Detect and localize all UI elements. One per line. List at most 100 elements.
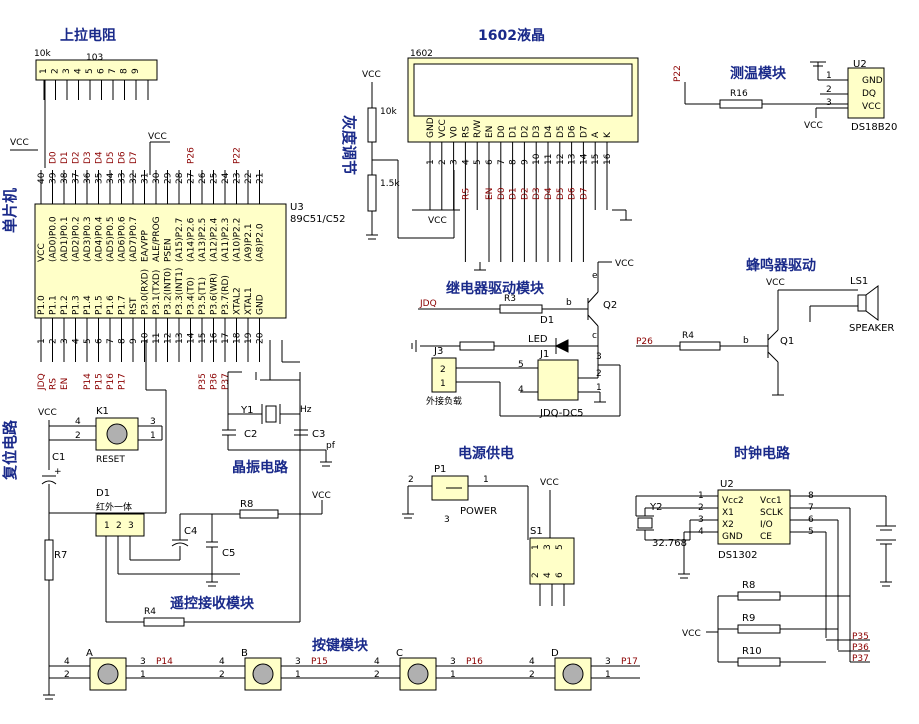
clock-res-label-R10: R10	[742, 646, 762, 657]
lcd-num-4: 4	[461, 159, 471, 165]
key-net-P15: P15	[311, 657, 328, 667]
key-pin1-B: 1	[295, 670, 301, 680]
lcd-num-10: 10	[532, 153, 542, 165]
lcd-net-D0: D0	[497, 187, 507, 200]
crystal-body	[265, 405, 277, 423]
reset-pin4: 4	[75, 417, 81, 427]
mcu-top-net-27: P26	[187, 147, 197, 164]
contrast-module: 灰度调节 VCC 10k 1.5k	[340, 70, 455, 240]
mcu-bot-net-17: P37	[221, 373, 231, 390]
title-power: 电源供电	[458, 445, 514, 462]
temp-pin1: GND	[862, 76, 883, 86]
mcu-bot-num-4: 4	[72, 338, 82, 344]
clock-pin-Vcc1: Vcc1	[760, 496, 782, 506]
vcc-ir: VCC	[312, 491, 331, 501]
key-pin3-B: 3	[295, 657, 301, 667]
reset-module: 复位电路 VCC K1 RESET 4 2 3 1 C1 + R7	[1, 340, 167, 700]
key-cap-C[interactable]	[407, 663, 429, 685]
mcu-bot-net-2: RS	[49, 378, 59, 390]
key-cap-B[interactable]	[252, 663, 274, 685]
mcu-pin-10: P3.0(RXD)	[141, 269, 151, 315]
mcu-top-num-28: 28	[175, 172, 185, 184]
pullup-r1: 10k	[34, 49, 51, 59]
mcu-top-num-35: 35	[95, 173, 105, 184]
buzzer-res	[679, 341, 721, 351]
ir-r8-label: R8	[240, 499, 253, 510]
relay-d: D1	[540, 315, 554, 326]
temp-pin3: VCC	[862, 102, 881, 112]
reset-label: RESET	[96, 455, 125, 465]
key-pin4-C: 4	[374, 657, 380, 667]
contrast-r1-label: 10k	[380, 107, 397, 117]
lcd-num-11: 11	[544, 154, 554, 165]
mcu-bot-num-15: 15	[198, 333, 208, 344]
relay-net: JDQ	[419, 299, 437, 309]
reset-pin1: 1	[150, 431, 156, 441]
clock-pin-CE: CE	[760, 532, 772, 542]
title-contrast: 灰度调节	[340, 115, 358, 175]
mcu-bot-num-5: 5	[83, 338, 93, 344]
switch-num-1: 1	[531, 544, 541, 550]
key-cap-A[interactable]	[97, 663, 119, 685]
mcu-pin-35: (AD4)P0.4	[95, 216, 105, 262]
ir-module: 遥控接收模块 D1 红外一体 1 2 3 R4 C4 C5 R8 VCC	[95, 372, 331, 627]
mcu-pin-14: P3.4(T0)	[187, 277, 197, 315]
pullup-pin-9: 9	[131, 68, 141, 74]
relay-module: 继电器驱动模块 JDQ R3 b VCC e Q2 c D1 LED J3 2 …	[411, 259, 634, 419]
mcu-pin-9: RST	[129, 297, 139, 315]
lcd-pin-V0: V0	[450, 126, 460, 138]
vcc-relay: VCC	[615, 259, 634, 269]
ir-pin2: 2	[116, 521, 122, 531]
relay-j3: J3	[433, 346, 443, 357]
power-switch[interactable]	[529, 537, 575, 585]
clock-res-R8	[737, 591, 781, 601]
key-name-D: D	[551, 648, 559, 659]
relay-res-label: R3	[504, 294, 516, 304]
reset-button-cap[interactable]	[106, 423, 128, 445]
mcu-pin-36: (AD3)P0.3	[83, 216, 93, 262]
mcu-top-net-38: D1	[60, 151, 70, 164]
key-cap-D[interactable]	[562, 663, 584, 685]
buzzer-res-label: R4	[682, 331, 694, 341]
mcu-bot-net-8: P17	[118, 373, 128, 390]
switch-num-4: 4	[543, 572, 553, 578]
mcu-pin-18: XTAL2	[233, 287, 243, 315]
mcu-pin-13: P3.3(INT1)	[175, 268, 185, 315]
mcu-bot-num-11: 11	[152, 333, 162, 344]
relay-b: b	[566, 298, 572, 308]
relay-led-res	[459, 341, 495, 351]
mcu-top-net-39: D0	[49, 151, 59, 164]
lcd-pin-D2: D2	[520, 125, 530, 138]
ir-c5: C5	[222, 548, 235, 559]
lcd-net-D5: D5	[556, 187, 566, 200]
lcd-net-RS: RS	[461, 188, 471, 200]
mcu-pin-20: GND	[256, 294, 266, 315]
lcd-num-1: 1	[426, 159, 436, 165]
key-pin4-D: 4	[529, 657, 535, 667]
speaker-cone	[865, 285, 879, 321]
clock-u: U2	[720, 479, 734, 490]
mcu-pin-1: P1.0	[37, 295, 47, 315]
relay-pin2: 2	[596, 369, 602, 379]
pullup-pin-3: 3	[62, 68, 72, 74]
temp-sensor-body	[847, 67, 885, 119]
mcu-bot-num-3: 3	[60, 338, 70, 344]
ir-d: D1	[96, 488, 110, 499]
key-pin3-A: 3	[140, 657, 146, 667]
mcu-bot-num-9: 9	[129, 338, 139, 344]
title-buzzer: 蜂鸣器驱动	[746, 257, 816, 274]
mcu-bot-net-3: EN	[60, 378, 70, 390]
lcd-pin-GND: GND	[426, 117, 436, 138]
buzzer-speaker: SPEAKER	[849, 323, 894, 334]
lcd-num-12: 12	[556, 154, 566, 165]
power-pin3: 3	[444, 515, 450, 525]
mcu-bot-num-13: 13	[175, 333, 185, 344]
j3-pin1: 1	[440, 379, 446, 389]
speaker-body	[857, 294, 867, 312]
vcc-mcu: VCC	[10, 138, 29, 148]
mcu-bot-net-15: P35	[198, 373, 208, 390]
lcd-pin-RS: RS	[461, 126, 471, 138]
ir-r8	[239, 509, 279, 519]
clock-res-label-R8: R8	[742, 580, 755, 591]
switch-num-2: 2	[531, 572, 541, 578]
